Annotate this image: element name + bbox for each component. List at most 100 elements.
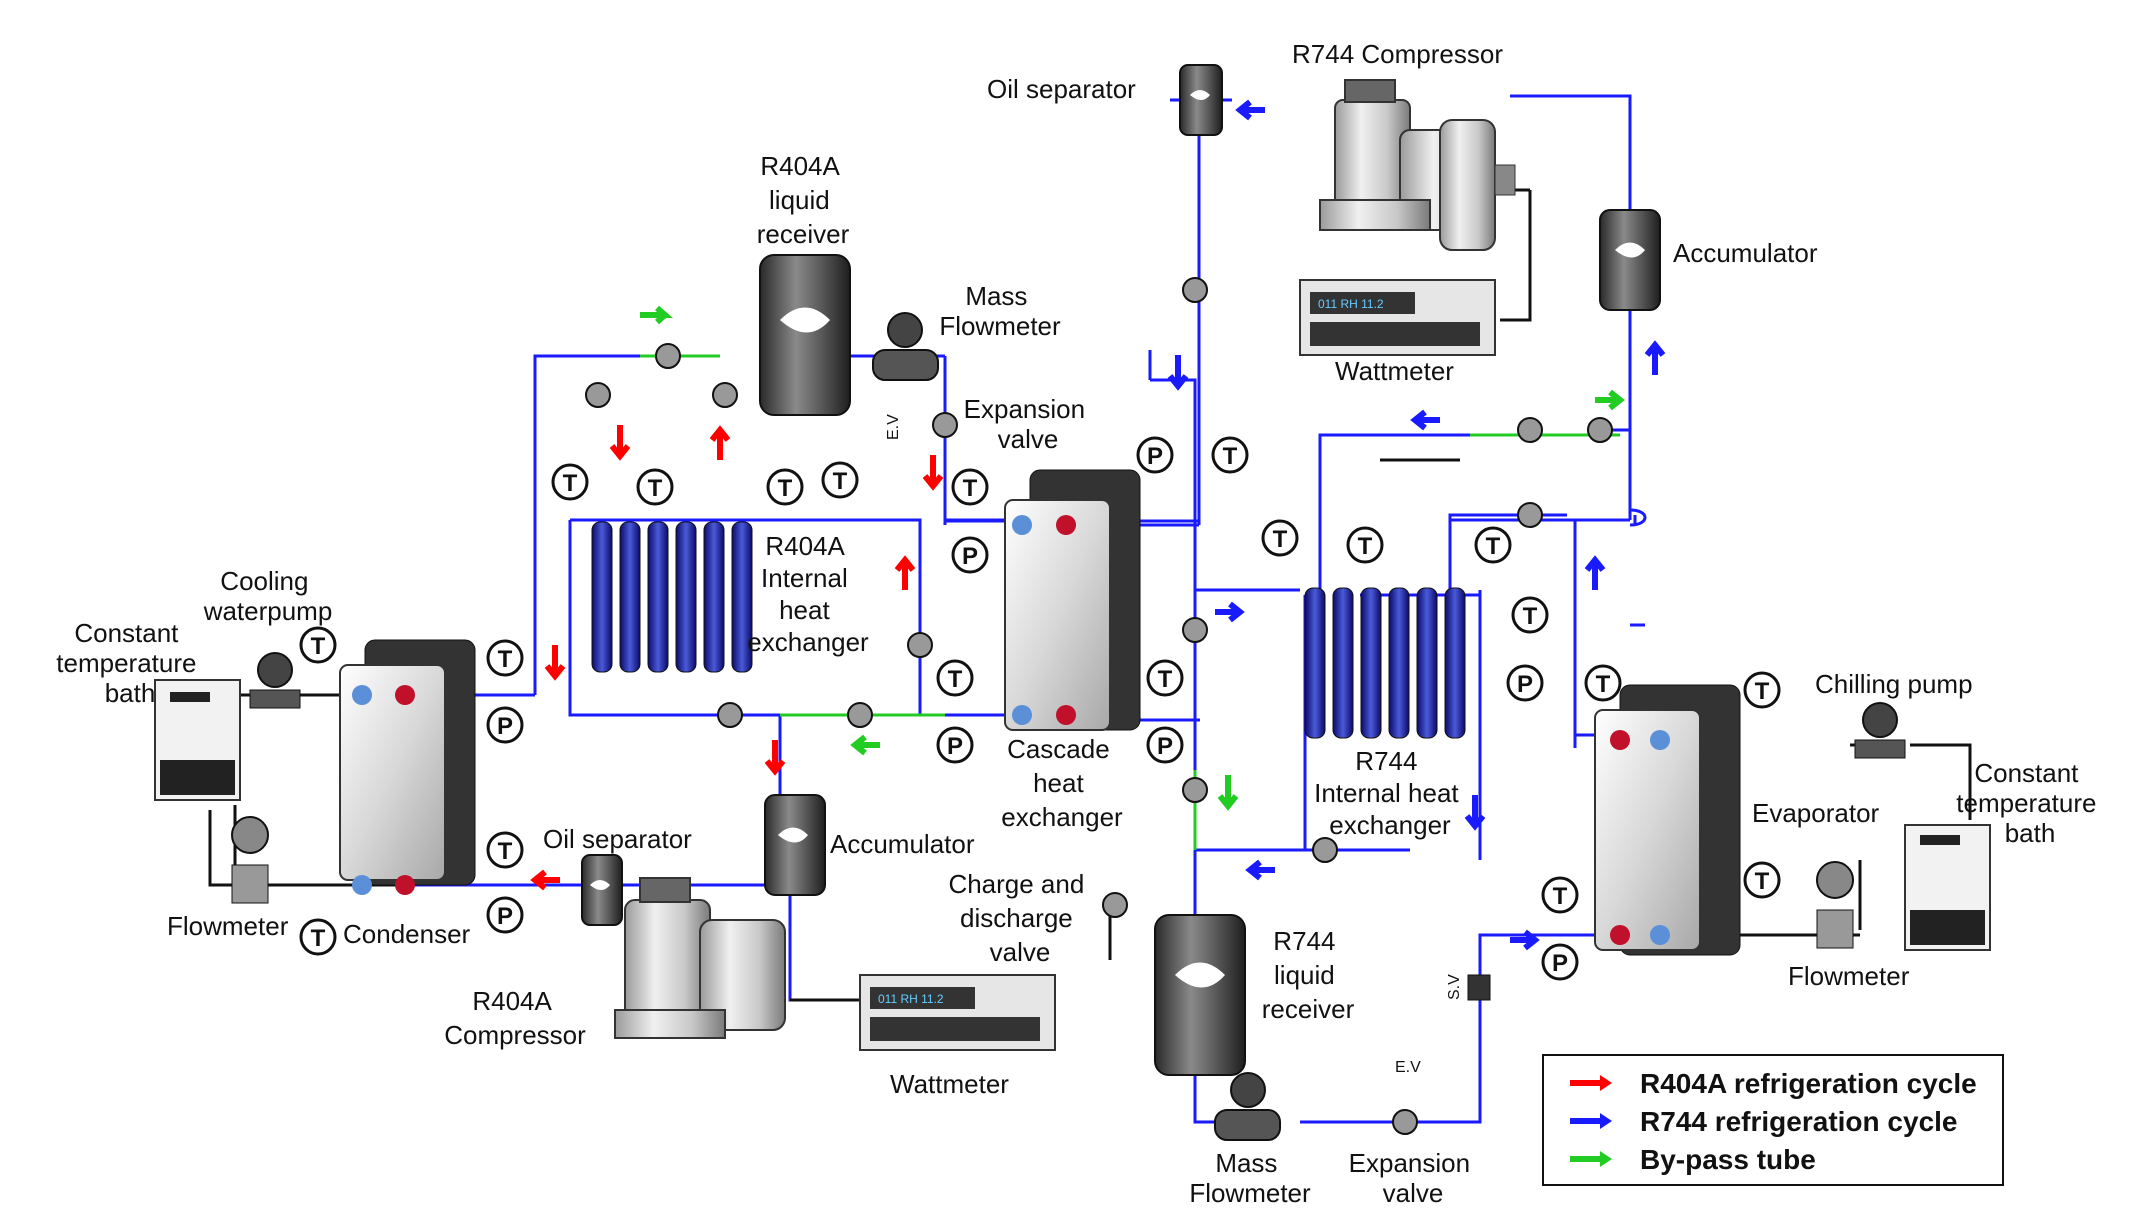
r744-internal-hx bbox=[1304, 587, 1466, 739]
svg-text:By-pass tube: By-pass tube bbox=[1640, 1144, 1816, 1175]
svg-text:T: T bbox=[1358, 533, 1373, 560]
legend-item-r744: R744 refrigeration cycle bbox=[1570, 1106, 1958, 1137]
label-mass-flowmeter-bottom: Mass Flowmeter bbox=[1189, 1148, 1311, 1208]
svg-text:T: T bbox=[1273, 526, 1288, 553]
wattmeter-top-display: 011 RH 11.2 bbox=[1318, 297, 1384, 311]
label-cascade-hx: Cascade heat exchanger bbox=[1001, 734, 1123, 832]
svg-text:P: P bbox=[497, 903, 513, 930]
label-wattmeter-bottom: Wattmeter bbox=[890, 1069, 1009, 1099]
svg-text:T: T bbox=[1523, 603, 1538, 630]
sensors: T T T T T P P T T T P T P T P T P T T T … bbox=[299, 436, 1781, 981]
label-ev-tag-top: E.V bbox=[885, 414, 902, 440]
label-r404a-compressor: R404A Compressor bbox=[444, 986, 586, 1050]
temperature-sensor: T bbox=[1511, 596, 1549, 634]
label-accumulator-mid: Accumulator bbox=[830, 829, 975, 859]
temperature-sensor: T bbox=[936, 659, 974, 697]
temperature-sensor: T bbox=[1346, 526, 1384, 564]
svg-text:T: T bbox=[498, 838, 513, 865]
svg-text:T: T bbox=[648, 475, 663, 502]
svg-text:P: P bbox=[1517, 671, 1533, 698]
label-ev-tag-bottom: E.V bbox=[1395, 1059, 1421, 1076]
pressure-sensor: P bbox=[1136, 436, 1174, 474]
constant-temperature-bath-right bbox=[1904, 824, 1991, 951]
temperature-sensor: T bbox=[1584, 664, 1622, 702]
label-ct-bath-left: Constant temperature bath bbox=[56, 618, 203, 708]
pressure-sensor: P bbox=[1146, 726, 1184, 764]
svg-text:T: T bbox=[498, 646, 513, 673]
svg-text:T: T bbox=[1486, 533, 1501, 560]
flowmeter-left bbox=[231, 816, 269, 904]
accumulator-right bbox=[1599, 209, 1661, 311]
legend-item-r404a: R404A refrigeration cycle bbox=[1570, 1068, 1977, 1099]
label-r744-ihx: R744 Internal heat exchanger bbox=[1314, 746, 1466, 840]
svg-text:T: T bbox=[948, 666, 963, 693]
label-oil-separator-bottom: Oil separator bbox=[543, 824, 692, 854]
cooling-waterpump bbox=[249, 652, 301, 709]
temperature-sensor: T bbox=[1474, 526, 1512, 564]
svg-text:T: T bbox=[1158, 666, 1173, 693]
evaporator bbox=[1594, 684, 1741, 956]
svg-text:T: T bbox=[1755, 678, 1770, 705]
flow-arrows bbox=[530, 99, 1666, 951]
label-r404a-receiver: R404A liquid receiver bbox=[757, 151, 850, 249]
chilling-pump bbox=[1854, 702, 1906, 759]
temperature-sensor: T bbox=[1541, 876, 1579, 914]
r744-compressor bbox=[1319, 79, 1516, 251]
label-condenser: Condenser bbox=[343, 919, 471, 949]
mass-flowmeter-top bbox=[872, 312, 939, 381]
label-oil-separator-top: Oil separator bbox=[987, 74, 1136, 104]
r404a-internal-hx bbox=[591, 521, 753, 673]
svg-text:T: T bbox=[311, 925, 326, 952]
temperature-sensor: T bbox=[1211, 436, 1249, 474]
temperature-sensor: T bbox=[299, 918, 337, 956]
oil-separator-bottom bbox=[581, 854, 623, 926]
svg-text:T: T bbox=[1596, 671, 1611, 698]
svg-text:P: P bbox=[1157, 733, 1173, 760]
label-mass-flowmeter-top: Mass Flowmeter bbox=[939, 281, 1061, 341]
temperature-sensor: T bbox=[1146, 659, 1184, 697]
label-wattmeter-top: Wattmeter bbox=[1335, 356, 1454, 386]
pressure-sensor: P bbox=[951, 536, 989, 574]
oil-separator-top bbox=[1179, 64, 1223, 136]
svg-text:R404A refrigeration cycle: R404A refrigeration cycle bbox=[1640, 1068, 1977, 1099]
pressure-sensor: P bbox=[486, 706, 524, 744]
svg-text:T: T bbox=[311, 633, 326, 660]
svg-text:T: T bbox=[1553, 883, 1568, 910]
r404a-compressor bbox=[614, 877, 786, 1039]
label-sv-tag: S.V bbox=[1446, 974, 1463, 1000]
svg-text:T: T bbox=[778, 475, 793, 502]
label-r404a-ihx: R404A Internal heat exchanger bbox=[747, 531, 869, 657]
r744-liquid-receiver bbox=[1154, 914, 1246, 1076]
label-expansion-valve-bottom: Expansion valve bbox=[1349, 1148, 1478, 1208]
label-flowmeter-right: Flowmeter bbox=[1788, 961, 1910, 991]
r404a-liquid-receiver bbox=[759, 254, 851, 416]
svg-text:T: T bbox=[563, 470, 578, 497]
wattmeter-top: 011 RH 11.2 bbox=[1299, 279, 1496, 356]
temperature-sensor: T bbox=[1261, 519, 1299, 557]
temperature-sensor: T bbox=[486, 639, 524, 677]
pressure-sensor: P bbox=[486, 896, 524, 934]
legend-item-bypass: By-pass tube bbox=[1570, 1144, 1816, 1175]
accumulator-mid bbox=[764, 794, 826, 896]
constant-temperature-bath-left bbox=[154, 679, 241, 801]
cascade-heat-exchanger bbox=[1004, 469, 1141, 731]
pressure-sensor: P bbox=[936, 726, 974, 764]
temperature-sensor: T bbox=[486, 831, 524, 869]
temperature-sensor: T bbox=[821, 461, 859, 499]
legend: R404A refrigeration cycle R744 refrigera… bbox=[1542, 1054, 2004, 1186]
labels: Oil separator R744 Compressor Accumulato… bbox=[56, 39, 2103, 1208]
svg-text:P: P bbox=[1552, 950, 1568, 977]
temperature-sensor: T bbox=[636, 468, 674, 506]
label-flowmeter-left: Flowmeter bbox=[167, 911, 289, 941]
mass-flowmeter-bottom bbox=[1214, 1072, 1281, 1141]
label-ct-bath-right: Constant temperature bath bbox=[1956, 758, 2103, 848]
svg-text:P: P bbox=[1147, 443, 1163, 470]
temperature-sensor: T bbox=[766, 468, 804, 506]
condenser bbox=[339, 639, 476, 895]
label-cooling-waterpump: Cooling waterpump bbox=[203, 566, 333, 626]
label-evaporator: Evaporator bbox=[1752, 798, 1880, 828]
wattmeter-bottom: 011 RH 11.2 bbox=[859, 974, 1056, 1051]
svg-text:P: P bbox=[962, 543, 978, 570]
pressure-sensor: P bbox=[1506, 664, 1544, 702]
